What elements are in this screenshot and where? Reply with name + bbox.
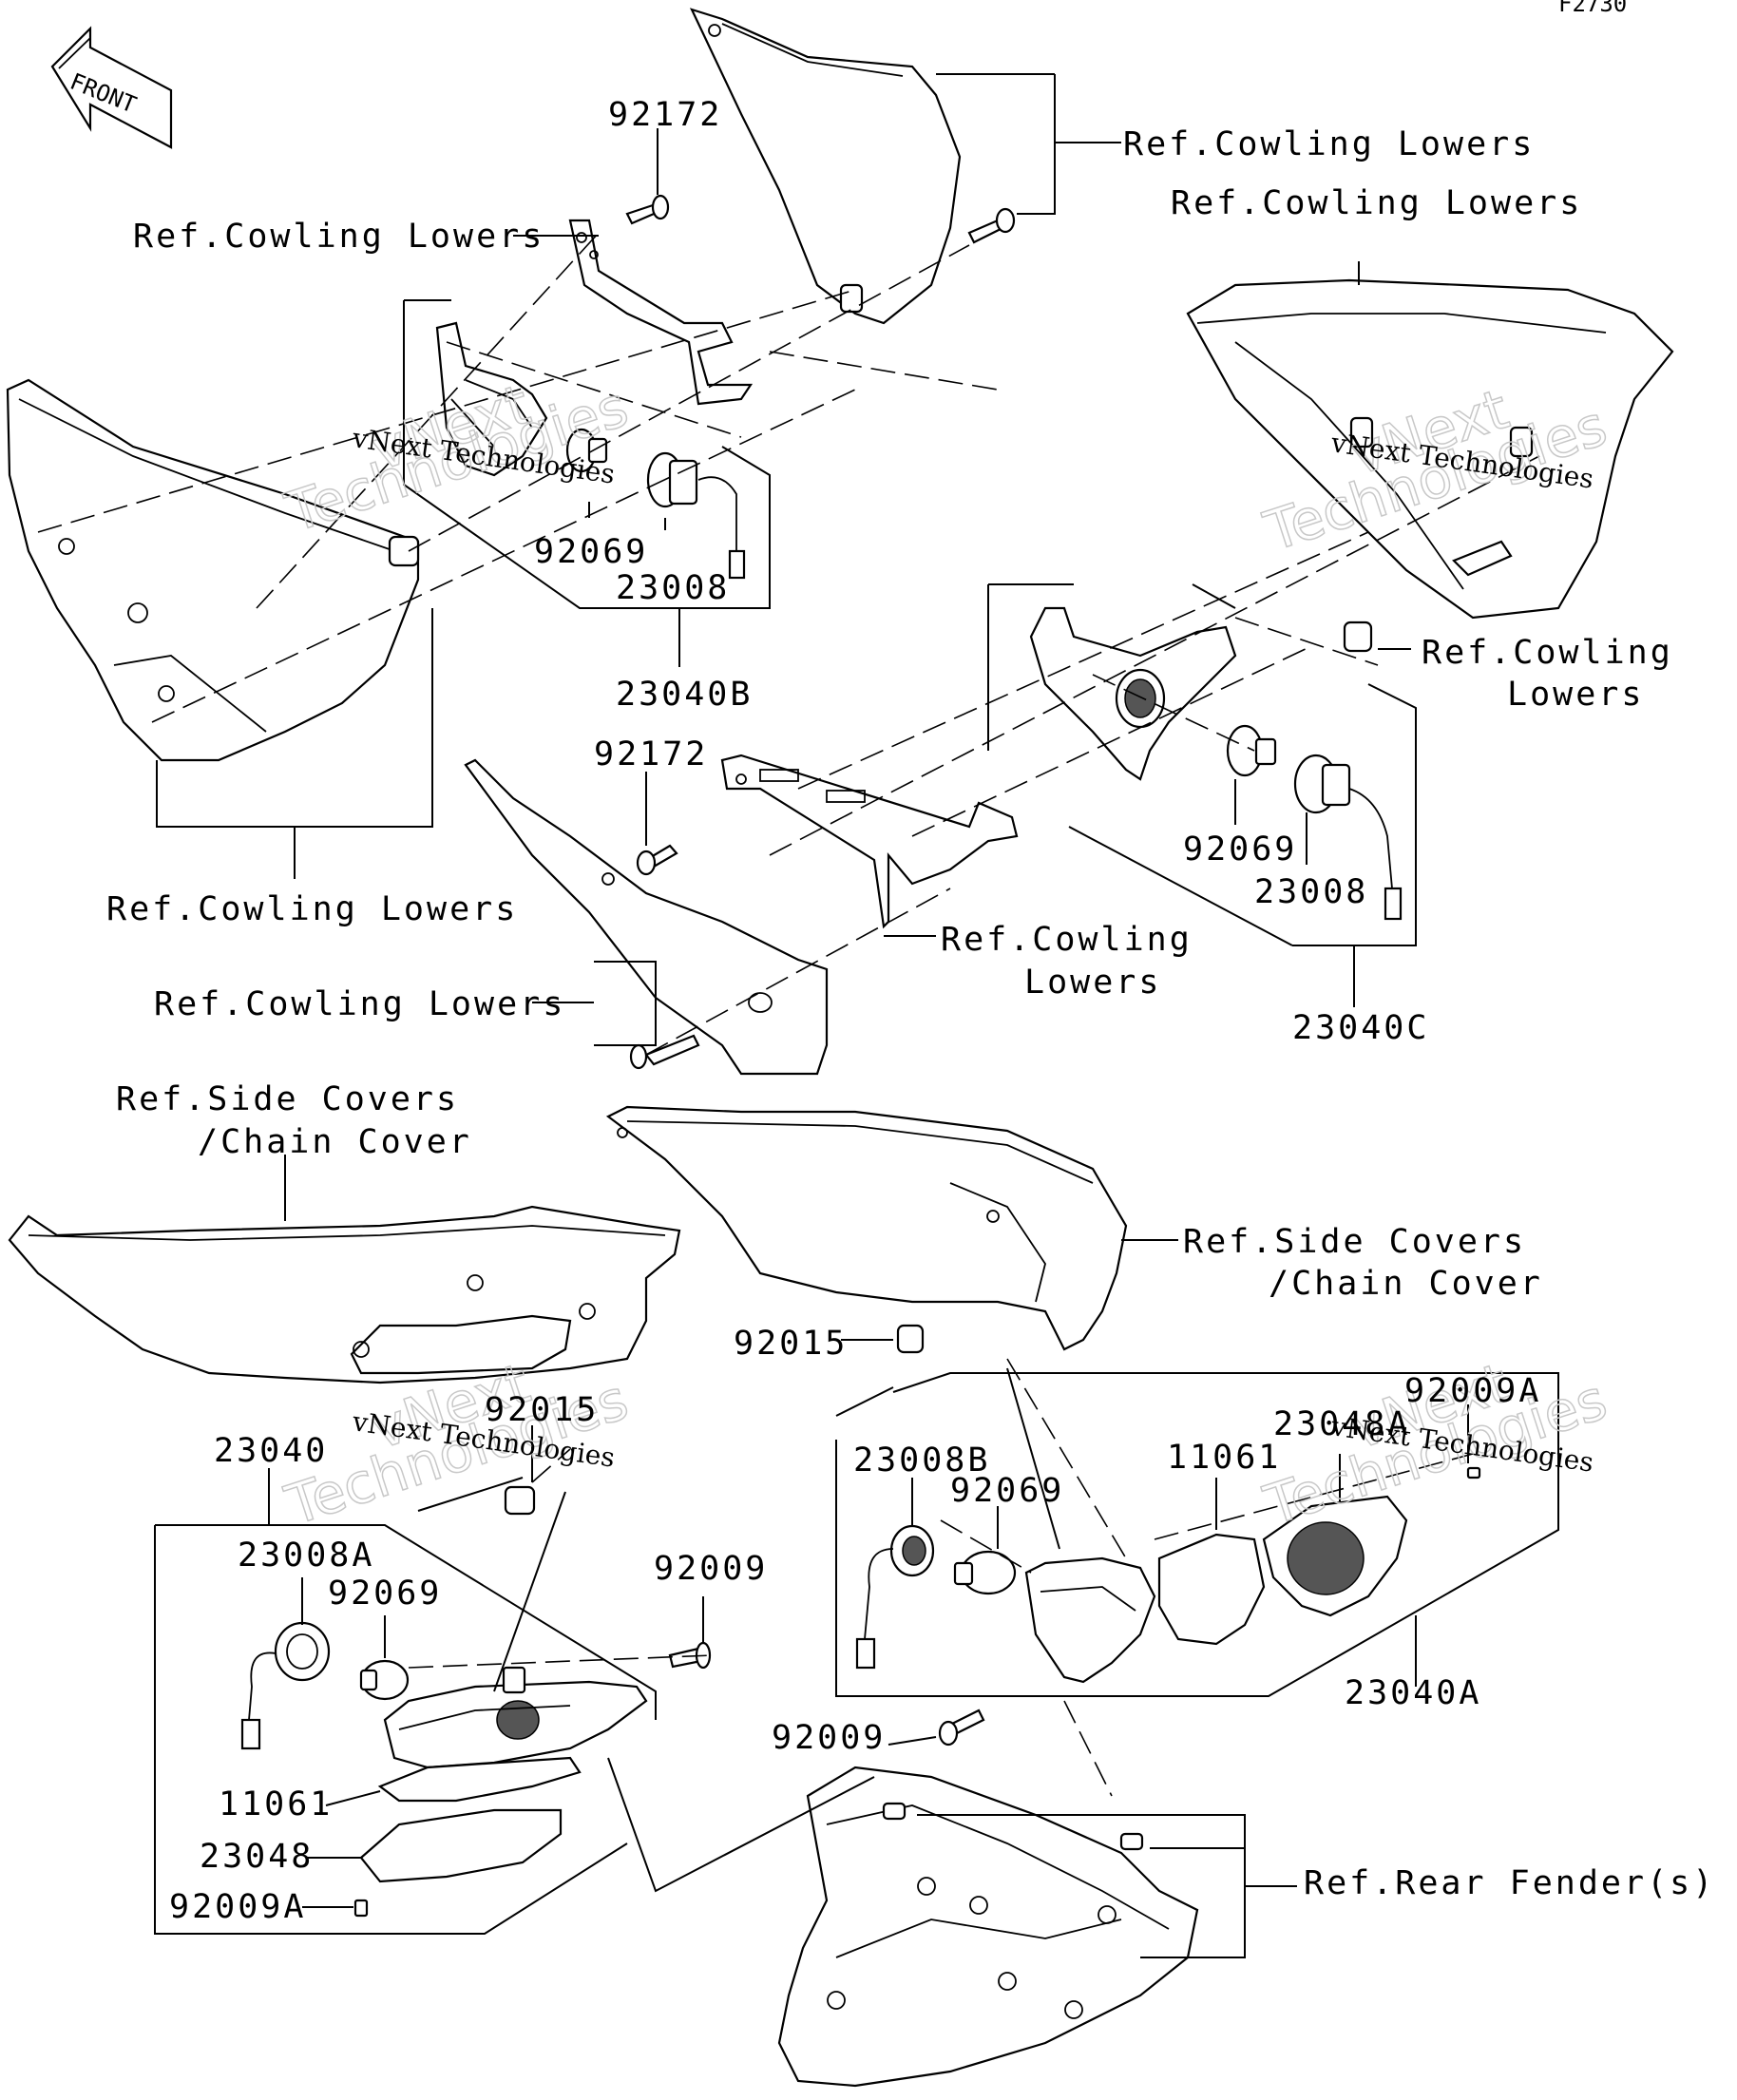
label-ref-cowling-center-1: Ref.Cowling — [941, 921, 1193, 959]
label-23040C: 23040C — [1292, 1009, 1429, 1047]
dashed-guide-lines — [37, 232, 1540, 1797]
screw-92009-right — [938, 1709, 985, 1747]
label-92009A-left: 92009A — [169, 1888, 306, 1926]
turn-signal-housing-23040 — [383, 1666, 648, 1769]
label-ref-cowling-right-mid-2: Lowers — [1507, 676, 1644, 714]
rear-fender — [777, 1766, 1199, 2088]
left-cowling-panel — [6, 378, 420, 762]
screw-ref-cowling-top — [967, 207, 1016, 244]
lens-23048 — [359, 1808, 563, 1883]
right-side-cover — [605, 1105, 1128, 1351]
label-ref-cowling-left-bottom: Ref.Cowling Lowers — [106, 890, 518, 928]
lower-left-inner-cowling — [464, 758, 829, 1076]
label-23008-a: 23008 — [616, 569, 730, 607]
label-ref-side-right-1: Ref.Side Covers — [1183, 1223, 1526, 1261]
screw-92009A-left — [353, 1899, 369, 1918]
socket-23008-a — [646, 451, 746, 580]
label-23048A: 23048A — [1273, 1405, 1410, 1443]
label-23008-b: 23008 — [1254, 873, 1368, 911]
bulb-92069-c — [953, 1550, 1017, 1595]
upper-left-bracket — [568, 219, 754, 406]
grommet-92015-right — [896, 1324, 925, 1354]
label-92015-left: 92015 — [485, 1391, 599, 1429]
bulb-92069-b — [1226, 724, 1277, 777]
socket-23008-b — [1293, 754, 1403, 921]
grommet — [388, 535, 420, 567]
bulb-92069-d — [359, 1659, 410, 1701]
label-92069-d: 92069 — [328, 1575, 442, 1613]
label-92069-a: 92069 — [534, 533, 648, 571]
label-ref-cowling-left-top: Ref.Cowling Lowers — [133, 218, 544, 256]
turn-signal-housing-upper-left — [435, 321, 548, 477]
label-ref-side-left-2: /Chain Cover — [198, 1123, 472, 1161]
label-92009-right: 92009 — [772, 1719, 886, 1757]
socket-23008B — [855, 1524, 935, 1670]
label-92069-b: 92069 — [1183, 830, 1297, 869]
label-92172-mid: 92172 — [594, 735, 708, 773]
label-ref-side-left-1: Ref.Side Covers — [116, 1080, 459, 1118]
label-92015-right: 92015 — [734, 1325, 848, 1363]
label-ref-side-right-2: /Chain Cover — [1269, 1265, 1543, 1303]
mid-bracket — [720, 754, 1019, 929]
label-23040B: 23040B — [616, 676, 753, 714]
screw-92009A-right — [1466, 1466, 1481, 1480]
socket-23008A — [240, 1621, 331, 1750]
left-side-cover — [8, 1205, 681, 1384]
leader-lines — [154, 73, 1559, 1958]
grommet-right — [1343, 620, 1373, 653]
turn-signal-housing-23040A — [1024, 1556, 1156, 1684]
screw-ref-cowling-lower — [629, 1034, 700, 1070]
label-92009-left: 92009 — [654, 1550, 768, 1588]
label-ref-cowling-left-lower: Ref.Cowling Lowers — [154, 985, 565, 1023]
label-ref-rear-fender: Ref.Rear Fender(s) — [1304, 1864, 1715, 1902]
label-ref-cowling-top-right: Ref.Cowling Lowers — [1123, 125, 1535, 163]
gasket-11061-left — [377, 1756, 582, 1803]
label-23008B: 23008B — [853, 1441, 990, 1480]
label-23008A: 23008A — [238, 1537, 374, 1575]
lens-23048A — [1262, 1495, 1408, 1617]
part-labels: 92172 Ref.Cowling Lowers Ref.Cowling Low… — [106, 96, 1715, 1926]
screw-92172-mid — [636, 844, 678, 876]
label-23048: 23048 — [200, 1838, 314, 1876]
label-11061-left: 11061 — [219, 1785, 333, 1823]
center-upper-cowling — [689, 8, 962, 325]
screw-92172-top — [625, 194, 670, 225]
label-92172-top: 92172 — [608, 96, 722, 134]
label-ref-cowling-right: Ref.Cowling Lowers — [1171, 184, 1582, 222]
assembly-lines — [417, 1367, 1060, 1893]
label-23040: 23040 — [214, 1432, 328, 1470]
front-arrow-icon: FRONT — [50, 26, 173, 149]
label-92069-c: 92069 — [950, 1472, 1064, 1510]
label-ref-cowling-right-mid-1: Ref.Cowling — [1422, 634, 1673, 672]
label-ref-cowling-center-2: Lowers — [1024, 964, 1161, 1002]
gasket-11061-right — [1157, 1533, 1266, 1646]
right-cowling-panel — [1186, 278, 1674, 620]
grommet-92015-left — [504, 1485, 536, 1516]
label-23040A: 23040A — [1345, 1674, 1481, 1712]
grommet — [839, 283, 864, 314]
label-11061-right: 11061 — [1167, 1439, 1281, 1477]
label-92009A-right: 92009A — [1404, 1372, 1541, 1410]
diagram-code: F2730 — [1558, 0, 1627, 17]
